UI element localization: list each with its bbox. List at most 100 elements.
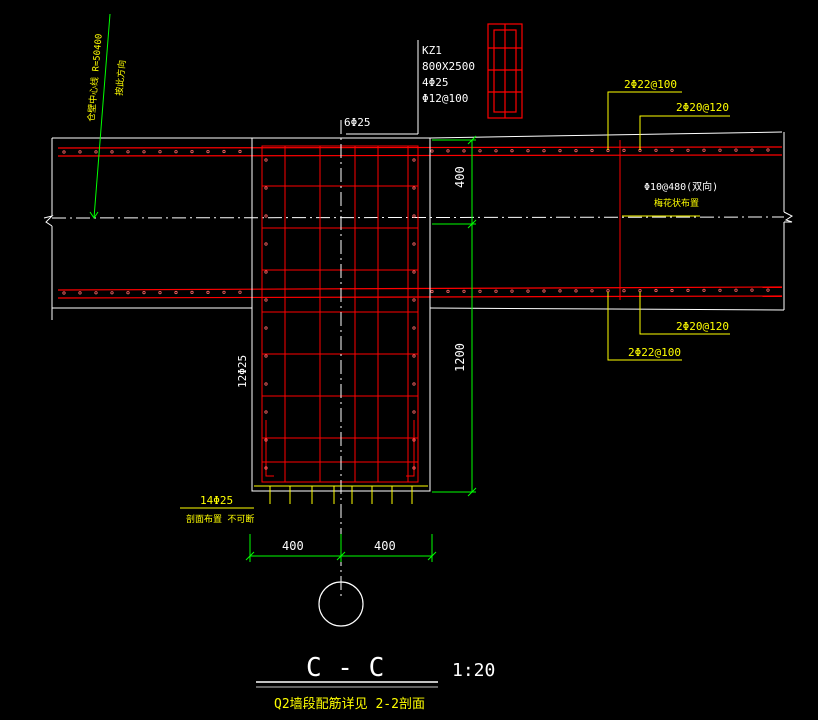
wall-rebar-dot	[478, 289, 482, 293]
wall-rebar-dot	[110, 150, 114, 154]
column-rebar-dot	[264, 158, 268, 162]
wall-rebar-dot	[654, 288, 658, 293]
wall-rebar-dot	[62, 291, 66, 295]
wall-rebar-bottom	[57, 286, 783, 299]
section-title: C - C	[306, 653, 384, 683]
column-rebar-dot	[412, 186, 416, 190]
wall-rebar-dot	[462, 149, 466, 153]
wall-rebar-dot	[430, 289, 434, 294]
rebar-tie-note: 梅花状布置	[654, 197, 699, 209]
column-rebar-dot	[264, 186, 268, 190]
dim-horiz-right-400: 400	[374, 539, 396, 553]
rebar-side: 12Φ25	[236, 355, 249, 388]
column-rebar-dot	[264, 326, 268, 330]
wall-rebar-dot	[222, 149, 226, 154]
wall-rebar-dot	[542, 149, 546, 153]
wall-rebar-dot	[590, 289, 594, 293]
column-rebar-dot	[264, 354, 268, 358]
wall-rebar-dot	[430, 149, 434, 153]
wall-rebar-dot	[238, 290, 242, 294]
dimension-lines	[89, 13, 477, 562]
column-rebar-dot	[264, 270, 268, 274]
wall-rebar-dot	[94, 291, 98, 295]
column-leader	[346, 40, 419, 135]
wall-rebar-dot	[670, 288, 674, 293]
section-marker-circle	[318, 581, 364, 627]
rebar-right-top-inner: 2Φ20@120	[676, 101, 729, 114]
wall-rebar-dot	[222, 290, 226, 294]
wall-rebar-dot	[494, 149, 498, 153]
wall-rebar-dot	[126, 150, 130, 154]
wall-rebar-dot	[110, 291, 114, 295]
column-rebar-dot	[264, 466, 268, 470]
right-leaders	[607, 91, 730, 361]
wall-rebar-dot	[78, 291, 82, 295]
dim-vert-1200: 1200	[453, 343, 467, 372]
wall-rebar-dot	[190, 290, 194, 294]
wall-rebar-dot	[446, 289, 450, 293]
wall-rebar-dot	[622, 289, 626, 293]
wall-rebar-dot	[174, 290, 178, 295]
wall-rebar-dot	[190, 150, 194, 154]
column-rebar-dot	[412, 242, 416, 246]
rebar-right-bottom-inner: 2Φ20@120	[676, 320, 729, 333]
wall-rebar-dot	[62, 150, 66, 154]
wall-rebar-dot	[206, 150, 210, 154]
wall-rebar-dot	[206, 290, 210, 294]
wall-rebar-dot	[174, 150, 178, 154]
rebar-tie: Φ10@480(双向)	[644, 180, 718, 193]
wall-rebar-dot	[718, 148, 722, 152]
column-rebar-dot	[264, 214, 268, 218]
wall-rebar-dot	[574, 149, 578, 153]
wall-rebar-dot	[542, 289, 546, 293]
wall-rebar-dot	[590, 148, 594, 153]
column-section-icon	[487, 23, 523, 119]
wall-rebar-top	[57, 146, 783, 157]
wall-rebar-dot	[734, 148, 738, 152]
wall-rebar-dot	[78, 150, 82, 154]
column-name: KZ1	[422, 44, 442, 57]
column-rebar-dots	[264, 158, 416, 470]
wall-rebar-dot	[686, 288, 690, 292]
column-rebar-cage	[261, 145, 419, 483]
column-rebar-dot	[264, 298, 268, 302]
bottom-bar-ticks	[254, 485, 428, 504]
column-stirrups: Φ12@100	[422, 92, 468, 105]
wall-radius-note: 仓壁中心线 R=50400	[85, 33, 105, 122]
wall-rebar-dot	[158, 290, 162, 295]
wall-rebar-dot	[750, 148, 754, 152]
wall-rebar-dot	[478, 149, 482, 153]
wall-rebar-dot	[94, 150, 98, 154]
rebar-top-column: 6Φ25	[344, 116, 371, 129]
wall-rebar-dot	[622, 148, 626, 152]
wall-rebar-dot	[654, 148, 658, 152]
wall-rebar-dot	[126, 291, 130, 295]
wall-rebar-dot	[638, 288, 642, 293]
wall-rebar-dot	[558, 289, 562, 293]
wall-rebar-dot	[142, 150, 146, 154]
column-rebar-dot	[264, 438, 268, 442]
column-rebar-dot	[412, 326, 416, 330]
rebar-right-top-outer: 2Φ22@100	[624, 78, 677, 91]
wall-direction-note: 按此方向	[113, 59, 128, 96]
wall-outline	[43, 131, 793, 320]
wall-rebar-dot	[766, 148, 770, 152]
wall-rebar-dot	[510, 289, 514, 293]
column-size: 800X2500	[422, 60, 475, 73]
wall-rebar-dot	[734, 288, 738, 292]
rebar-right-bottom-outer: 2Φ22@100	[628, 346, 681, 359]
wall-rebar-dot	[526, 149, 530, 153]
wall-rebar-dot	[718, 288, 722, 292]
column-main-bars: 4Φ25	[422, 76, 449, 89]
wall-rebar-dot	[142, 290, 146, 295]
column-rebar-dot	[412, 382, 416, 386]
column-rebar-dot	[412, 438, 416, 442]
wall-rebar-dot	[462, 289, 466, 293]
wall-rebar-dot	[494, 289, 498, 293]
wall-rebar-dot	[574, 289, 578, 293]
wall-rebar-dot	[526, 289, 530, 293]
rebar-bottom-note: 剖面布置 不可断	[186, 513, 254, 525]
dim-top-400: 400	[453, 166, 467, 188]
column-rebar-dot	[412, 298, 416, 302]
